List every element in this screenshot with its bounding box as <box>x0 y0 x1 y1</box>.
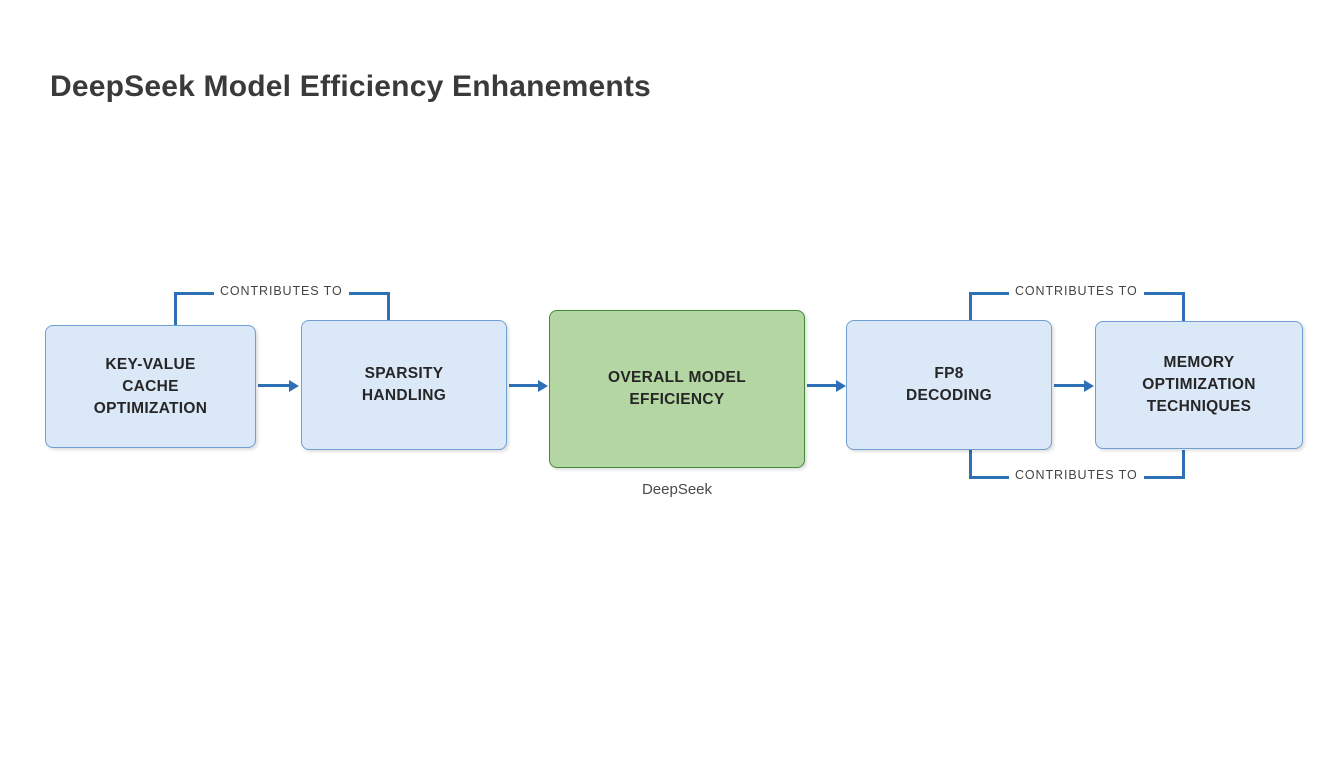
node-fp8-decoding[interactable]: FP8 DECODING <box>846 320 1052 450</box>
bracket-label-contributes-to: CONTRIBUTES TO <box>214 284 349 298</box>
bracket-stem-left <box>174 294 177 326</box>
bracket-connector-bottom-right: CONTRIBUTES TO <box>969 450 1185 482</box>
node-overall-model-efficiency[interactable]: OVERALL MODEL EFFICIENCY <box>549 310 805 468</box>
bracket-stem-right <box>1182 294 1185 325</box>
node-sparsity-handling[interactable]: SPARSITY HANDLING <box>301 320 507 450</box>
arrow-kv-to-sparsity <box>258 384 290 387</box>
bracket-label-contributes-to: CONTRIBUTES TO <box>1009 284 1144 298</box>
bracket-connector-top-left: CONTRIBUTES TO <box>174 284 390 326</box>
arrow-sparsity-to-efficiency <box>509 384 539 387</box>
page-title: DeepSeek Model Efficiency Enhanements <box>50 70 651 103</box>
arrow-efficiency-to-fp8 <box>807 384 837 387</box>
bracket-rail-right <box>1137 476 1185 479</box>
node-label: SPARSITY HANDLING <box>361 365 447 404</box>
bracket-rail-right <box>342 292 390 295</box>
arrow-fp8-to-memory <box>1054 384 1085 387</box>
node-key-value-cache-optimization[interactable]: KEY-VALUE CACHE OPTIMIZATION <box>45 325 256 448</box>
bracket-label-contributes-to: CONTRIBUTES TO <box>1009 468 1144 482</box>
node-label: FP8 DECODING <box>906 365 992 404</box>
bracket-rail-left <box>969 292 1015 295</box>
diagram-caption-deepseek: DeepSeek <box>641 481 713 498</box>
bracket-rail-right <box>1137 292 1185 295</box>
bracket-rail-left <box>969 476 1015 479</box>
node-label: OVERALL MODEL EFFICIENCY <box>608 369 746 408</box>
bracket-stem-right <box>1182 450 1185 477</box>
node-label: KEY-VALUE CACHE OPTIMIZATION <box>93 355 208 417</box>
bracket-stem-left <box>969 294 972 324</box>
bracket-stem-right <box>387 294 390 322</box>
node-label: MEMORY OPTIMIZATION TECHNIQUES <box>1142 354 1256 415</box>
node-memory-optimization-techniques[interactable]: MEMORY OPTIMIZATION TECHNIQUES <box>1095 321 1303 449</box>
bracket-rail-left <box>174 292 220 295</box>
bracket-stem-left <box>969 450 972 478</box>
bracket-connector-top-right: CONTRIBUTES TO <box>969 284 1185 326</box>
